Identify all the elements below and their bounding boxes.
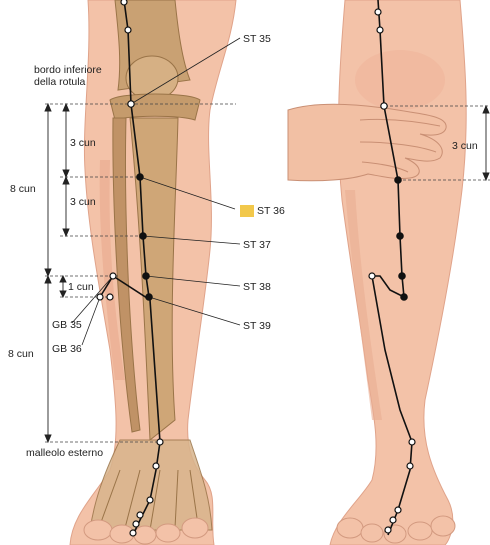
patella — [126, 56, 178, 100]
label-st36: ST 36 — [257, 205, 285, 217]
label-st39: ST 39 — [243, 320, 271, 332]
point-st35 — [128, 101, 134, 107]
label-8cun-upper: 8 cun — [10, 183, 36, 195]
label-st35: ST 35 — [243, 33, 271, 45]
foot-bones — [90, 440, 212, 530]
highlight-marker — [240, 205, 254, 217]
label-st38: ST 38 — [243, 281, 271, 293]
label-1cun: 1 cun — [68, 281, 94, 293]
label-3cun-upper: 3 cun — [70, 137, 96, 149]
label-patella-border: bordo inferiore della rotula — [34, 64, 114, 88]
point-st37 — [140, 233, 146, 239]
point-gb35 — [107, 294, 113, 300]
point-st36 — [137, 174, 143, 180]
label-3cun-lower: 3 cun — [70, 196, 96, 208]
label-3cun-right: 3 cun — [452, 140, 478, 152]
label-gb35: GB 35 — [52, 319, 82, 331]
point-gb36 — [97, 294, 103, 300]
label-st36-wrap: ST 36 — [240, 205, 285, 217]
label-lateral-malleolus: malleolo esterno — [26, 447, 106, 459]
label-st37: ST 37 — [243, 239, 271, 251]
point-st39 — [146, 294, 152, 300]
label-gb36: GB 36 — [52, 343, 82, 355]
label-8cun-lower: 8 cun — [8, 348, 34, 360]
point-st38 — [143, 273, 149, 279]
